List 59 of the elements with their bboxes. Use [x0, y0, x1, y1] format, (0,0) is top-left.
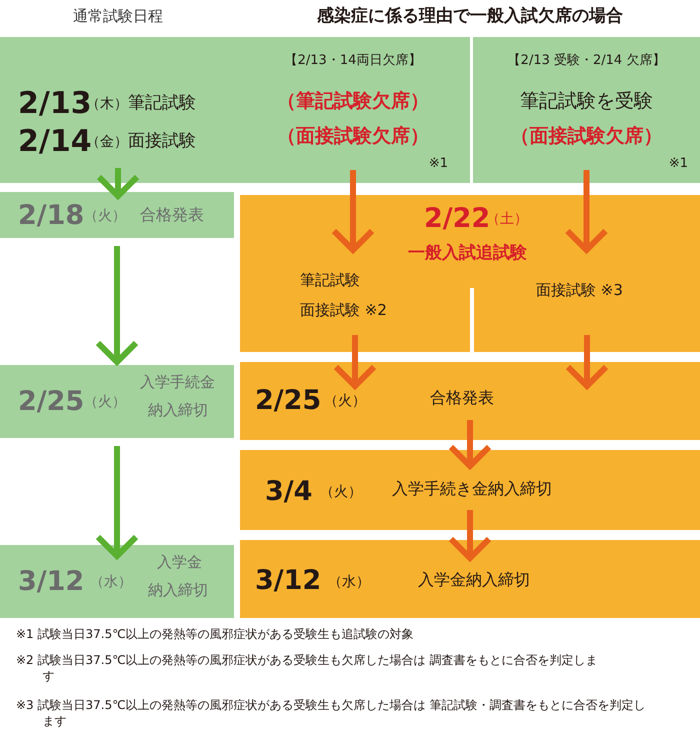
absence-text: （面接試験欠席） [276, 126, 430, 147]
footnote: ※3 試験当日37.5℃以上の発熱等の風邪症状がある受験生も欠席した場合は 筆記試験・調査書をもとに合否を判定します [16, 697, 647, 730]
arrow [331, 170, 375, 253]
date-text: 3/12 [255, 566, 322, 596]
schedule-box [240, 195, 700, 352]
absence-text: 一般入試追試験 [408, 244, 527, 263]
column-heading: 感染症に係る理由で一般入試欠席の場合 [316, 5, 624, 28]
arrow [333, 335, 377, 389]
schedule-box [473, 37, 700, 183]
event-text: 納入締切 [148, 582, 208, 598]
event-text: 入学金 [157, 554, 202, 570]
event-text: 筆記試験 [128, 94, 196, 113]
weekday-text: （水） [90, 575, 132, 590]
arrow [565, 335, 609, 389]
schedule-box [240, 450, 700, 530]
date-text: 3/4 [265, 477, 312, 507]
arrow [96, 168, 140, 199]
event-text: 入学手続き金納入締切 [392, 480, 552, 498]
arrow [95, 246, 139, 365]
footnote: ※2 試験当日37.5℃以上の発熱等の風邪症状がある受験生も欠席した場合は 調査書をもとに合否を判定します [16, 652, 599, 684]
schedule-box [236, 37, 470, 183]
arrow [564, 170, 608, 253]
event-text: 合格発表 [140, 206, 204, 224]
case-heading: 【2/13 受験・2/14 欠席】 [506, 54, 666, 68]
event-text: 筆記試験 [300, 272, 360, 288]
arrow [448, 510, 492, 561]
schedule-box [240, 540, 700, 618]
event-text: 面接試験 ※3 [536, 282, 623, 298]
absence-text: （筆記試験欠席） [276, 91, 430, 112]
schedule-box [0, 545, 234, 618]
weekday-text: （水） [328, 575, 370, 590]
date-text: 3/12 [18, 567, 84, 597]
weekday-text: （火） [320, 485, 362, 500]
note-mark: ※1 [668, 157, 688, 172]
note-mark: ※1 [428, 157, 448, 172]
date-text: 2/25 [255, 386, 322, 416]
event-text: 納入締切 [148, 402, 208, 418]
schedule-box [0, 192, 234, 238]
event-text: 面接試験 [128, 132, 196, 151]
schedule-box [0, 365, 234, 438]
arrow [95, 446, 139, 559]
event-text: 合格発表 [430, 389, 494, 407]
event-text: 面接試験 ※2 [300, 302, 387, 318]
date-text: 2/25 [18, 387, 84, 417]
schedule-box [0, 37, 236, 183]
date-text: 2/22 [424, 204, 490, 234]
event-text: 筆記試験を受験 [519, 91, 654, 112]
date-text: 2/18 [18, 201, 84, 231]
footnote: ※1 試験当日37.5℃以上の発熱等の風邪症状がある受験生も追試験の対象 [16, 626, 415, 642]
arrow [448, 420, 492, 469]
weekday-text: （火） [84, 209, 126, 224]
absence-text: （面接試験欠席） [510, 126, 664, 147]
event-text: 入学手続金 [140, 374, 215, 390]
column-heading: 通常試験日程 [72, 6, 164, 26]
event-text: 入学金納入締切 [418, 571, 530, 589]
schedule-box [240, 362, 700, 440]
case-heading: 【2/13・14両日欠席】 [284, 54, 422, 68]
weekday-text: （火） [324, 394, 366, 410]
weekday-text: （火） [84, 395, 126, 410]
